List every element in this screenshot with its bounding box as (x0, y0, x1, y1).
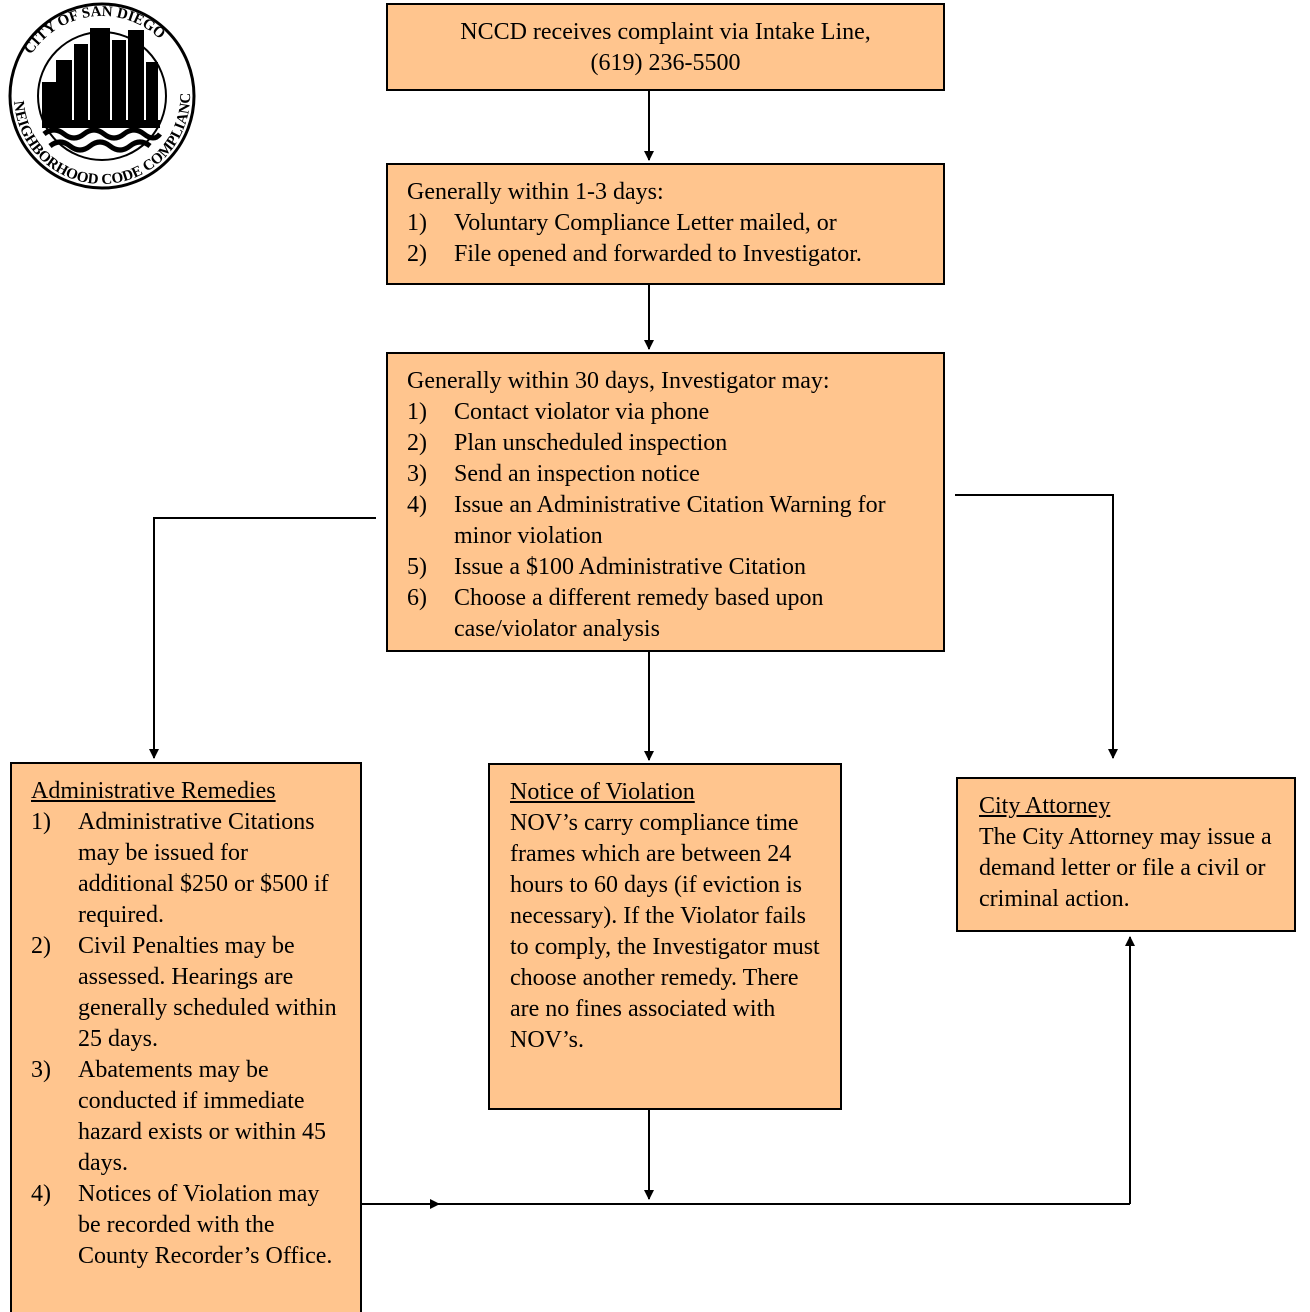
list-item: 3)Send an inspection notice (407, 461, 700, 487)
administrative-remedies-box: Administrative Remedies 1)Administrative… (10, 762, 362, 1312)
notice-of-violation-heading: Notice of Violation (510, 779, 695, 805)
list-item: 6)Choose a different remedy based upon c… (407, 585, 824, 642)
step2-title: Generally within 1-3 days: (407, 179, 664, 205)
notice-of-violation-box: Notice of Violation NOV’s carry complian… (488, 763, 842, 1110)
list-item: 5)Issue a $100 Administrative Citation (407, 554, 806, 580)
step2-list: 1)Voluntary Compliance Letter mailed, or… (407, 208, 943, 270)
list-item: 3)Abatements may be conducted if immedia… (31, 1057, 326, 1176)
administrative-remedies-list: 1)Administrative Citations may be issued… (31, 807, 338, 1272)
arrow-step3-to-attorney (955, 494, 1118, 759)
list-item: 1)Voluntary Compliance Letter mailed, or (407, 210, 837, 236)
list-item: 4)Notices of Violation may be recorded w… (31, 1181, 333, 1269)
step3-box: Generally within 30 days, Investigator m… (386, 352, 945, 652)
notice-of-violation-body: NOV’s carry compliance time frames which… (510, 810, 820, 1053)
intake-line-2: (619) 236-5500 (590, 50, 741, 76)
arrow-step3-to-admin (149, 517, 376, 759)
skyline-icon (42, 28, 160, 128)
list-item: 1)Administrative Citations may be issued… (31, 809, 329, 928)
list-item: 4)Issue an Administrative Citation Warni… (407, 492, 886, 549)
city-attorney-body: The City Attorney may issue a demand let… (979, 824, 1272, 912)
intake-box: NCCD receives complaint via Intake Line,… (386, 3, 945, 91)
intake-line-1: NCCD receives complaint via Intake Line, (460, 19, 871, 45)
step3-list: 1)Contact violator via phone 2)Plan unsc… (407, 397, 913, 645)
list-item: 2)File opened and forwarded to Investiga… (407, 241, 862, 267)
list-item: 1)Contact violator via phone (407, 399, 710, 425)
water-waves-icon (42, 127, 162, 153)
list-item: 2)Plan unscheduled inspection (407, 430, 728, 456)
list-item: 2)Civil Penalties may be assessed. Heari… (31, 933, 337, 1052)
step3-title: Generally within 30 days, Investigator m… (407, 368, 830, 394)
city-seal-logo: CITY OF SAN DIEGO NEIGHBORHOOD CODE COMP… (0, 0, 196, 190)
administrative-remedies-heading: Administrative Remedies (31, 778, 276, 804)
step2-box: Generally within 1-3 days: 1)Voluntary C… (386, 163, 945, 285)
city-attorney-box: City Attorney The City Attorney may issu… (956, 777, 1296, 932)
city-attorney-heading: City Attorney (979, 793, 1111, 819)
